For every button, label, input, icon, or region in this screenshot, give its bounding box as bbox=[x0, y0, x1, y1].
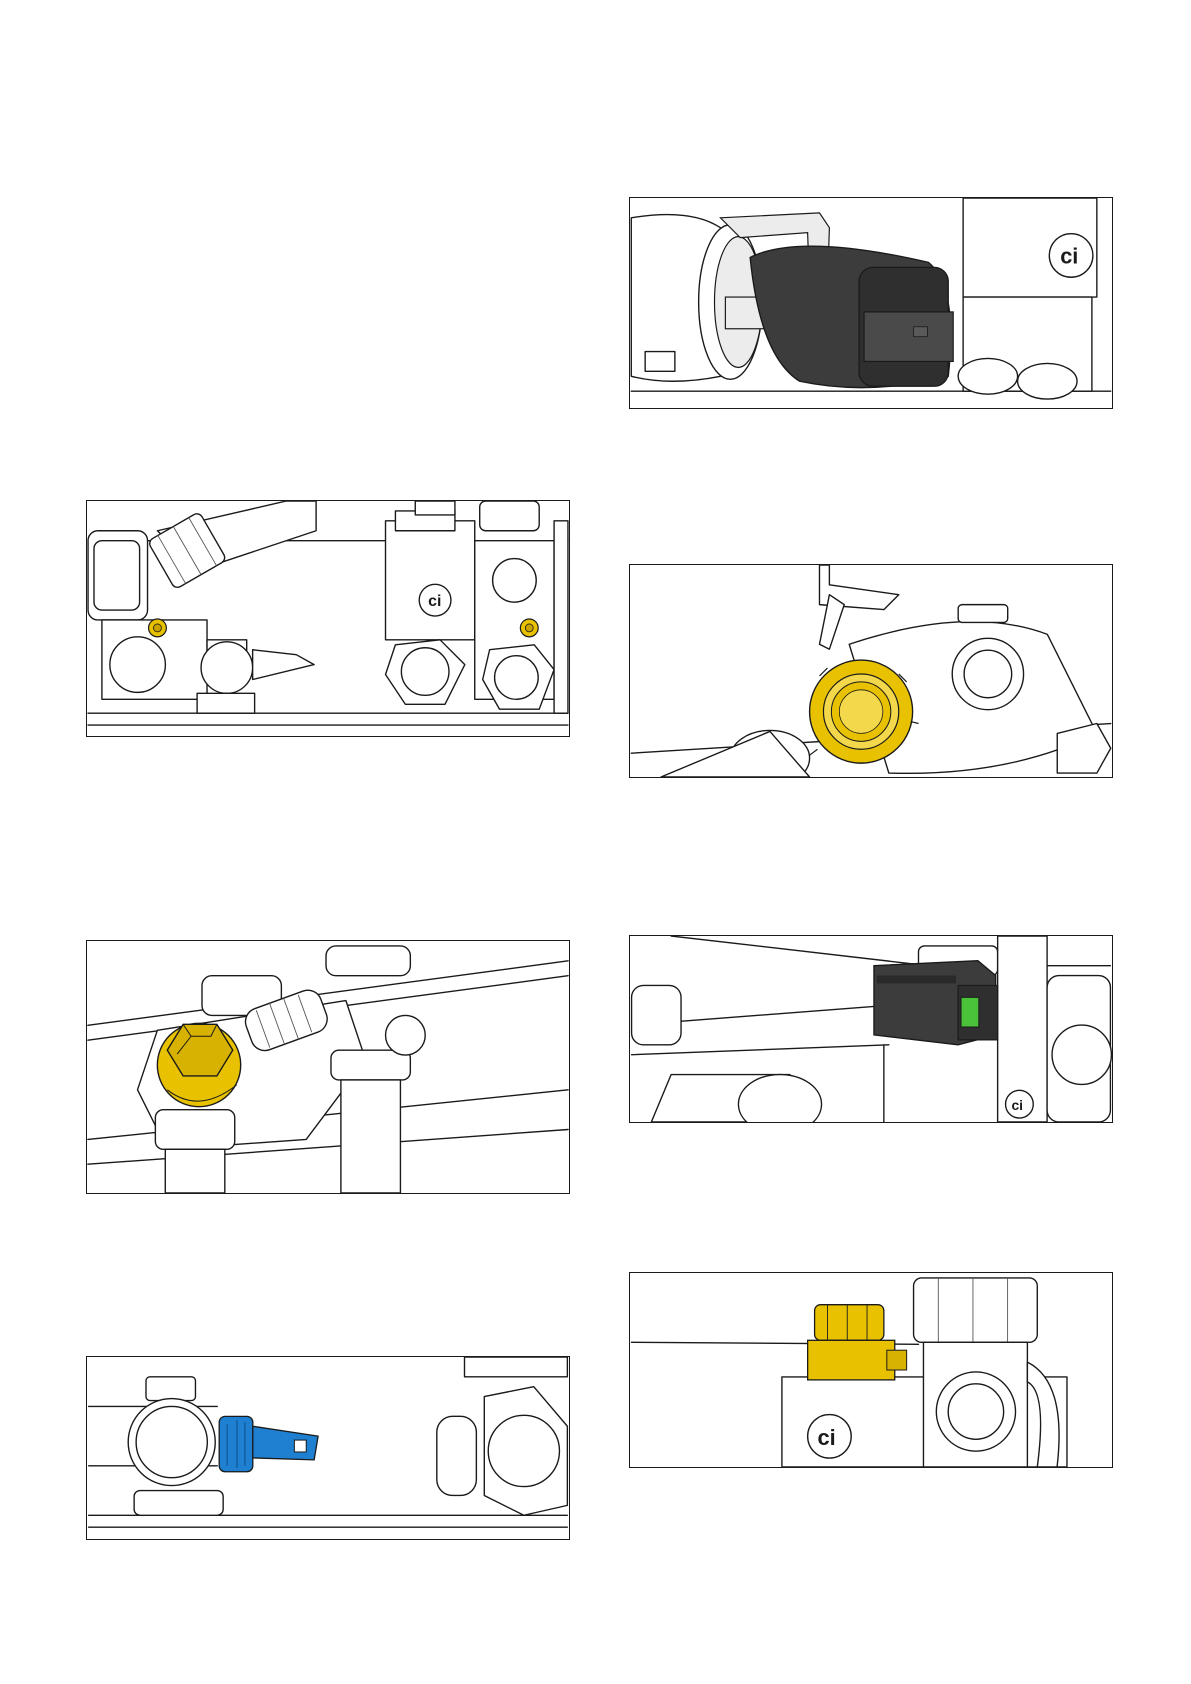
brand-logo-icon: ci bbox=[808, 1415, 852, 1459]
brand-logo-icon: ci bbox=[1006, 1090, 1034, 1118]
brand-logo-icon: ci bbox=[1049, 234, 1093, 278]
bleed-valve-icon bbox=[808, 1305, 907, 1380]
pump-motor-icon: ci bbox=[630, 198, 1112, 408]
figure-ring-nut bbox=[629, 564, 1113, 778]
figure-manifold-screws: ci bbox=[86, 500, 570, 737]
figure-pump-motor: ci bbox=[629, 197, 1113, 409]
hex-plug-icon bbox=[157, 1023, 240, 1106]
valve-body-icon: ci bbox=[630, 1273, 1112, 1467]
brand-logo-icon: ci bbox=[419, 584, 451, 616]
svg-text:ci: ci bbox=[818, 1425, 836, 1450]
figure-bleed-valve: ci bbox=[629, 1272, 1113, 1468]
valve-body-icon bbox=[87, 941, 569, 1193]
figure-actuator-head: ci bbox=[629, 935, 1113, 1123]
pipe-fitting-icon bbox=[87, 1357, 569, 1539]
figure-hex-plug bbox=[86, 940, 570, 1194]
svg-text:ci: ci bbox=[1011, 1097, 1023, 1113]
valve-body-icon bbox=[630, 565, 1112, 777]
svg-text:ci: ci bbox=[1060, 243, 1078, 268]
manifold-icon: ci bbox=[87, 501, 569, 736]
sensor-clip-icon bbox=[219, 1416, 318, 1471]
svg-text:ci: ci bbox=[428, 593, 441, 610]
actuator-head-icon: ci bbox=[630, 936, 1112, 1122]
figure-sensor-clip bbox=[86, 1356, 570, 1540]
